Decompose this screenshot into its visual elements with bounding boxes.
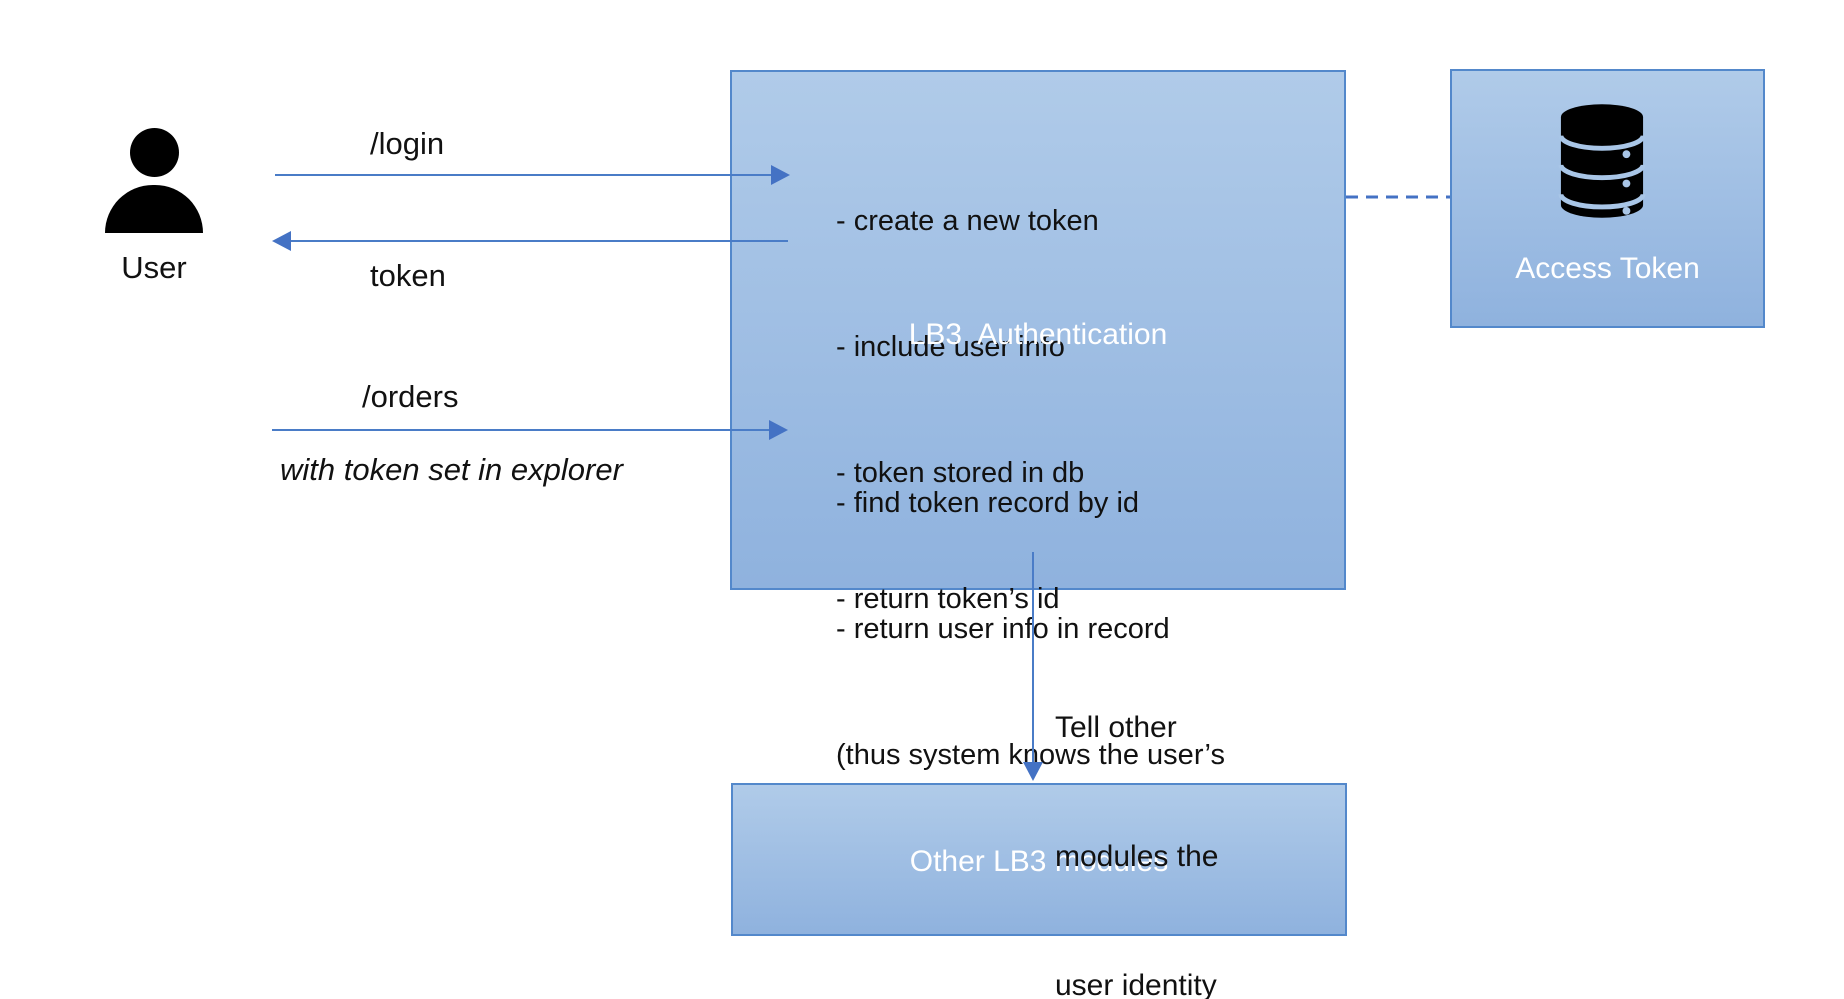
login-steps-text: - create a new token - include user info…: [836, 116, 1099, 704]
user-icon-head: [130, 128, 179, 177]
handoff-line: Tell other: [1055, 711, 1177, 744]
other-lb3-modules-box: Other LB3 modules: [731, 783, 1347, 936]
login-arrow-label: /login: [370, 126, 445, 161]
login-step: - create a new token: [836, 205, 1099, 237]
login-step: - include user info: [836, 331, 1065, 363]
auth-box-title: LB3 Authentication: [908, 318, 1168, 351]
handoff-line: user identity: [1055, 969, 1217, 999]
lb3-authentication-box: - create a new token - include user info…: [730, 70, 1346, 897]
orders-arrow-note: with token set in explorer: [280, 452, 623, 487]
handoff-line: modules the: [1055, 840, 1219, 873]
user-icon: [105, 128, 203, 233]
other-lb3-modules-label: Other LB3 modules: [909, 845, 1169, 878]
order-step: (thus system knows the user’s: [836, 739, 1225, 771]
token-arrow: [272, 231, 788, 251]
access-token-label: Access Token: [1515, 252, 1700, 285]
database-icon: [1558, 104, 1646, 218]
orders-arrow: [272, 420, 788, 440]
order-step: - return user info in record: [836, 613, 1170, 645]
orders-arrow-label: /orders: [362, 379, 459, 414]
token-arrow-label: token: [370, 258, 446, 293]
login-step: - return token’s id: [836, 583, 1060, 615]
access-token-box: Access Token: [1450, 69, 1765, 328]
handoff-annotation: Tell other modules the user identity: [1055, 620, 1218, 999]
login-step: - token stored in db: [836, 457, 1085, 489]
login-arrow: [275, 165, 790, 185]
user-icon-body: [105, 185, 203, 233]
order-step: - find token record by id: [836, 487, 1140, 519]
user-label: User: [121, 250, 187, 285]
